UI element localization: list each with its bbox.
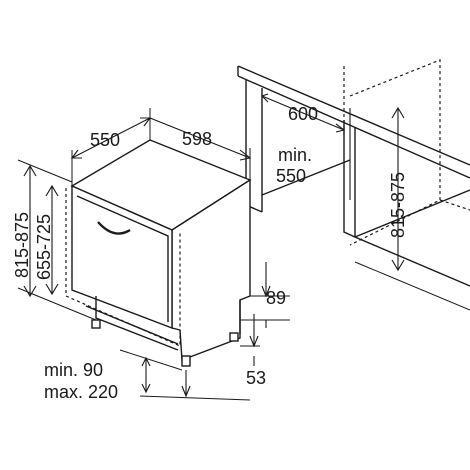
dimension-lines xyxy=(17,93,405,401)
foot-icon xyxy=(181,355,191,367)
plinth-min-label: min. 90 xyxy=(44,360,103,380)
width-label: 598 xyxy=(182,129,212,149)
crop-mask xyxy=(140,404,260,434)
height-door-label: 655-725 xyxy=(34,214,54,280)
niche-width-label: 600 xyxy=(288,104,318,124)
height-overall-label: 815-875 xyxy=(12,212,32,278)
plinth-89-label: 89 xyxy=(266,288,286,308)
height-niche-label: 815-875 xyxy=(388,172,408,238)
niche-depth-value-label: 550 xyxy=(276,166,306,186)
niche-depth-min-label: min. xyxy=(278,145,312,165)
dishwasher-body xyxy=(65,139,252,367)
door-handle-icon xyxy=(97,221,131,235)
foot-icon xyxy=(91,319,101,329)
foot-icon xyxy=(229,332,239,342)
plinth-max-label: max. 220 xyxy=(44,382,118,402)
niche-drawing xyxy=(237,59,470,311)
depth-label: 550 xyxy=(90,130,120,150)
plinth-53-label: 53 xyxy=(246,368,266,388)
